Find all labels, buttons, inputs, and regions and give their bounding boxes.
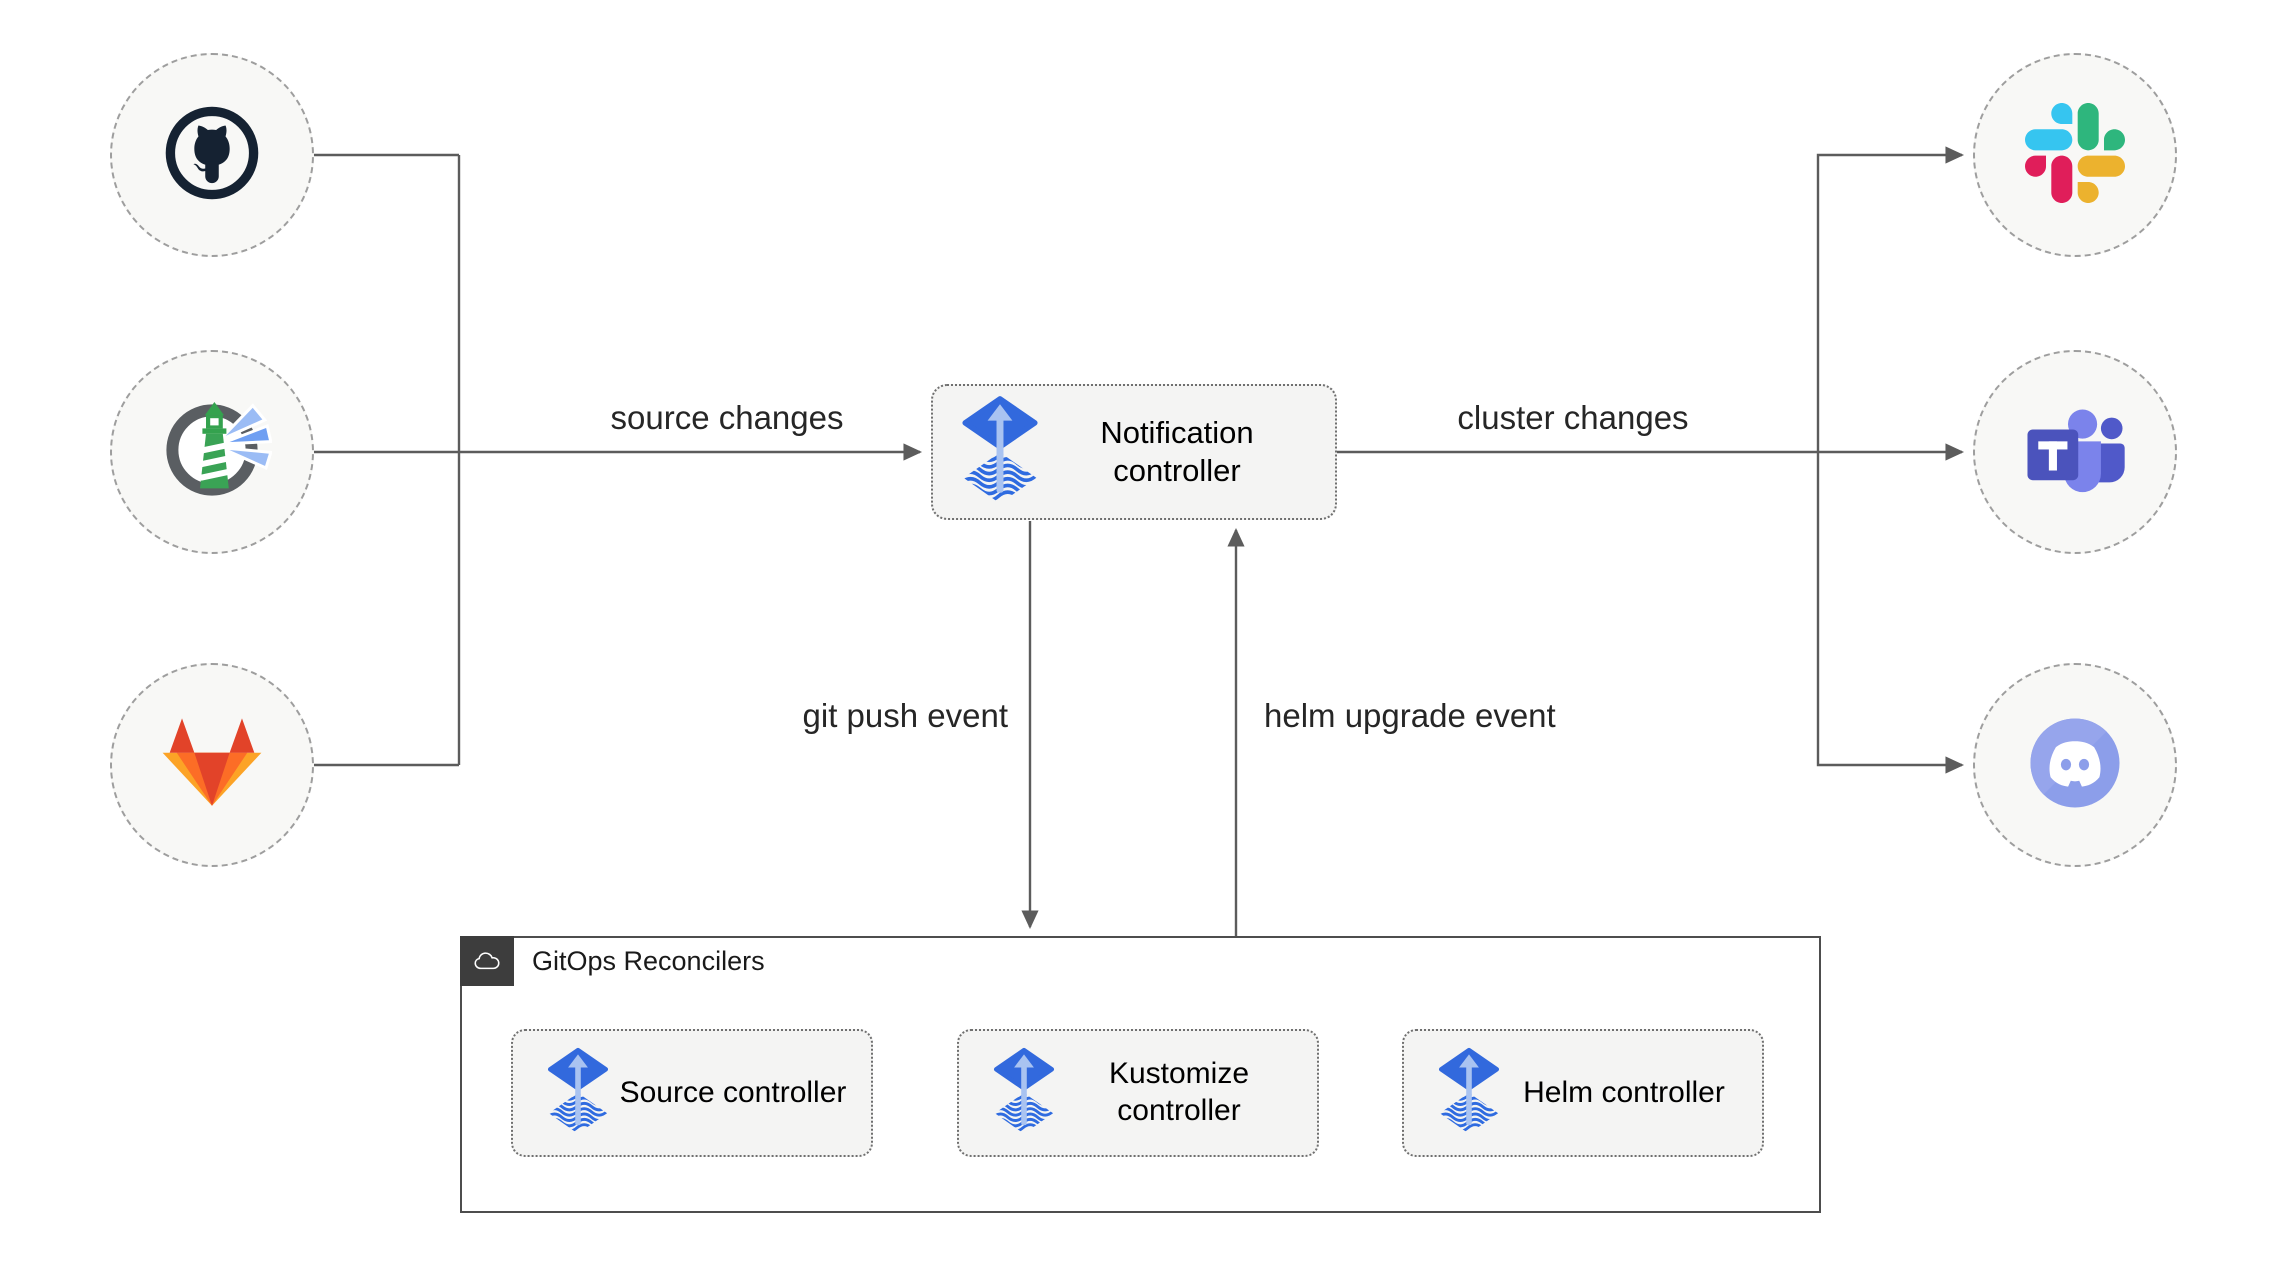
node-discord: [1973, 663, 2177, 867]
edge-cluster-changes-discord: [1816, 452, 1965, 774]
gitops-reconcilers-container: GitOps Reconcilers Source controller Kus…: [460, 936, 1821, 1213]
kustomize-controller-label: Kustomize controller: [1108, 1057, 1250, 1127]
discord-icon: [2022, 710, 2128, 821]
node-slack: [1973, 53, 2177, 257]
node-teams: [1973, 350, 2177, 554]
flux-icon: [547, 1047, 609, 1140]
reconcilers-title: GitOps Reconcilers: [532, 946, 765, 976]
flux-icon: [993, 1047, 1055, 1140]
edge-cluster-changes-slack: [1816, 146, 1965, 452]
edge-github-gitlab-trunk: [313, 153, 461, 767]
notification-controller-box: Notification controller: [931, 384, 1337, 520]
label-git-push-event: git push event: [802, 697, 1008, 734]
gitlab-icon: [159, 714, 265, 816]
flux-icon: [1438, 1047, 1500, 1140]
github-icon: [160, 101, 264, 210]
label-cluster-changes: cluster changes: [1457, 399, 1689, 436]
flux-icon: [961, 395, 1039, 510]
reconcilers-badge: [460, 936, 514, 986]
slack-icon: [2025, 102, 2125, 208]
node-github: [110, 53, 314, 257]
cloud-icon: [469, 945, 505, 978]
source-controller-box: Source controller: [511, 1029, 873, 1157]
harbor-icon: [152, 390, 273, 515]
helm-controller-label: Helm controller: [1523, 1075, 1725, 1109]
node-harbor: [110, 350, 314, 554]
notification-controller-label: Notification controller: [1100, 415, 1254, 488]
teams-icon: [2021, 396, 2129, 509]
kustomize-controller-box: Kustomize controller: [957, 1029, 1319, 1157]
label-source-changes: source changes: [610, 399, 844, 436]
source-controller-label: Source controller: [619, 1075, 847, 1109]
label-helm-upgrade-event: helm upgrade event: [1264, 697, 1556, 734]
node-gitlab: [110, 663, 314, 867]
helm-controller-box: Helm controller: [1402, 1029, 1764, 1157]
